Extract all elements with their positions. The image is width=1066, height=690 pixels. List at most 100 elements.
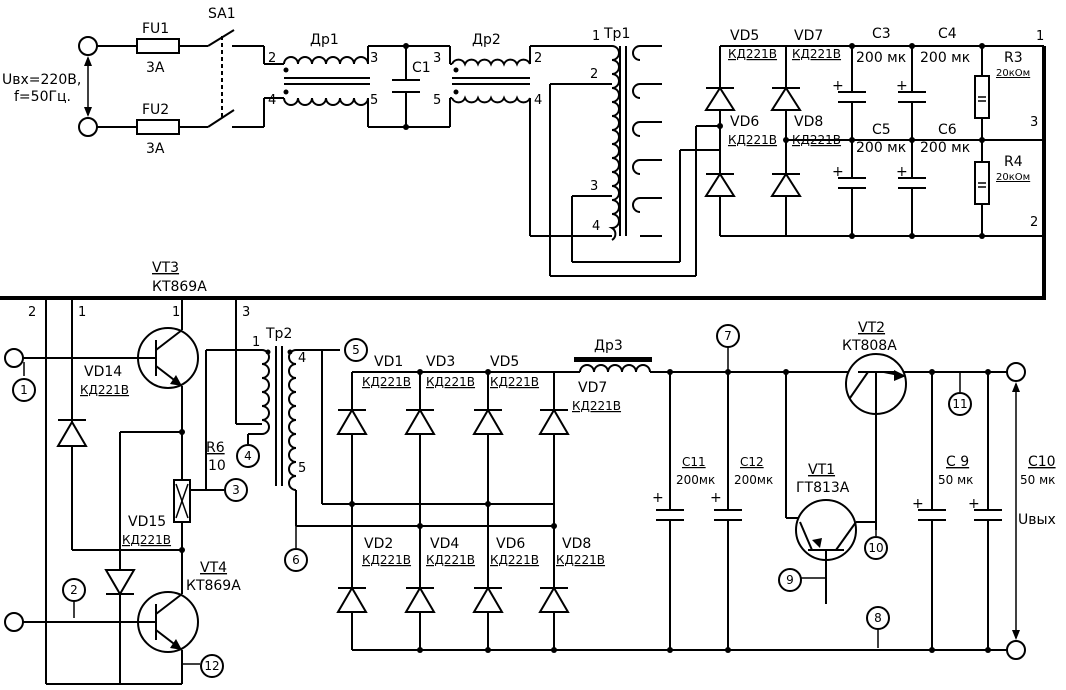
svg-text:5: 5 — [298, 461, 306, 476]
svg-text:VD6: VD6 — [496, 536, 525, 552]
marker-5: 5 — [344, 338, 368, 362]
output-filter: Др3 + С11 200мк + С12 200мк — [574, 338, 1016, 653]
svg-text:8: 8 — [874, 611, 882, 625]
svg-text:С 9: С 9 — [946, 454, 969, 470]
capacitor-c1-section: С1 — [367, 43, 451, 130]
svg-text:5: 5 — [433, 93, 441, 108]
svg-text:1: 1 — [592, 29, 600, 44]
inverter-input-terminal-top — [4, 348, 24, 368]
marker-7: 7 — [716, 324, 740, 370]
svg-text:200 мк: 200 мк — [920, 50, 970, 66]
marker-3: 3 — [224, 478, 248, 502]
output-terminal-top — [1006, 362, 1026, 382]
marker-9: 9 — [778, 568, 826, 592]
top-divider-resistors: R3 20кОм R4 20кОм 1 3 2 — [974, 29, 1044, 239]
svg-text:VD8: VD8 — [562, 536, 591, 552]
tr2-label: Тр2 — [265, 326, 292, 342]
fu2-rating: 3А — [146, 141, 165, 157]
svg-text:1: 1 — [20, 383, 28, 397]
top-diode-vd6 — [704, 172, 736, 197]
svg-text:9: 9 — [786, 573, 794, 587]
svg-text:С12: С12 — [740, 455, 764, 469]
bridge-diode-vd7 — [538, 408, 570, 435]
svg-text:6: 6 — [292, 553, 300, 567]
svg-text:VT4: VT4 — [200, 560, 227, 576]
bridge-diode-vd2 — [336, 586, 368, 613]
svg-text:VD2: VD2 — [364, 536, 393, 552]
svg-text:VT2: VT2 — [858, 320, 885, 336]
marker-12: 12 — [182, 654, 224, 678]
svg-text:3: 3 — [232, 483, 240, 497]
top-diode-vd8 — [770, 172, 802, 197]
svg-text:VD14: VD14 — [84, 364, 122, 380]
svg-text:С3: С3 — [872, 26, 891, 42]
svg-text:КД221В: КД221В — [80, 383, 129, 397]
svg-text:+: + — [652, 490, 664, 506]
svg-text:200мк: 200мк — [734, 473, 773, 487]
fu1-label: FU1 — [142, 21, 169, 37]
bridge-diode-vd8 — [538, 586, 570, 613]
dr2-label: Др2 — [472, 32, 501, 48]
bridge-diode-vd6 — [472, 586, 504, 613]
svg-text:20кОм: 20кОм — [996, 68, 1030, 79]
diode-vd15 — [104, 569, 136, 596]
svg-text:10: 10 — [208, 458, 226, 474]
diode-vd14 — [56, 420, 88, 447]
svg-text:4: 4 — [268, 93, 276, 108]
top-rectifier-bridge: VD5 КД221В VD7 КД221В VD6 КД221В VD8 КД2… — [704, 28, 1044, 237]
svg-text:3: 3 — [590, 179, 598, 194]
fuse-fu1 — [136, 38, 180, 54]
svg-text:С6: С6 — [938, 122, 957, 138]
choke-dr2: Др2 3 5 2 4 — [433, 32, 612, 237]
svg-text:КД221В: КД221В — [362, 553, 411, 567]
svg-text:2: 2 — [28, 305, 36, 320]
svg-text:С11: С11 — [682, 455, 706, 469]
marker-6: 6 — [284, 526, 308, 572]
svg-text:+: + — [832, 78, 844, 94]
input-terminal-top — [78, 36, 98, 56]
svg-text:20кОм: 20кОм — [996, 172, 1030, 183]
fu1-rating: 3А — [146, 60, 165, 76]
output-voltage-label: Uвых — [1018, 512, 1056, 528]
svg-text:50 мк: 50 мк — [1020, 473, 1055, 487]
marker-2: 2 — [62, 578, 86, 618]
bridge-diode-vd3 — [404, 408, 436, 435]
svg-text:2: 2 — [70, 583, 78, 597]
svg-text:+: + — [912, 496, 924, 512]
svg-text:КД221В: КД221В — [728, 47, 777, 61]
svg-text:1: 1 — [172, 305, 180, 320]
svg-text:5: 5 — [352, 343, 360, 357]
svg-text:КТ869А: КТ869А — [152, 279, 207, 295]
svg-text:КТ808А: КТ808А — [842, 338, 897, 354]
dr1-label: Др1 — [310, 32, 339, 48]
top-diode-vd7 — [770, 86, 802, 111]
tr1-label: Тр1 — [603, 26, 630, 42]
input-frequency-label: f=50Гц. — [14, 89, 71, 105]
svg-text:10: 10 — [868, 541, 883, 555]
inverter-section: 2 1 1 3 VT3 КТ869А VD14 КД221В R6 10 — [4, 260, 262, 685]
top-filter-capacitors: + + + + С3 200 мк С4 200 мк С5 200 мк С6… — [832, 26, 970, 239]
svg-text:КД221В: КД221В — [426, 375, 475, 389]
svg-text:R4: R4 — [1004, 154, 1023, 170]
svg-text:5: 5 — [370, 93, 378, 108]
bridge-diode-vd1 — [336, 408, 368, 435]
bridge-diode-vd4 — [404, 586, 436, 613]
svg-text:VD3: VD3 — [426, 354, 455, 370]
svg-text:VD6: VD6 — [730, 114, 759, 130]
svg-text:+: + — [710, 490, 722, 506]
svg-text:КД221В: КД221В — [426, 553, 475, 567]
test-point-markers: 1 2 3 4 5 6 7 — [12, 324, 972, 678]
svg-text:200мк: 200мк — [676, 473, 715, 487]
choke-dr1: Др1 2 4 3 5 — [264, 32, 378, 108]
svg-text:12: 12 — [204, 659, 219, 673]
svg-text:4: 4 — [244, 449, 252, 463]
svg-text:ГТ813А: ГТ813А — [796, 480, 850, 496]
svg-text:11: 11 — [952, 397, 967, 411]
c1-label: С1 — [412, 60, 431, 76]
svg-text:VT3: VT3 — [152, 260, 179, 276]
svg-text:+: + — [968, 496, 980, 512]
svg-text:КД221В: КД221В — [362, 375, 411, 389]
svg-text:КД221В: КД221В — [490, 553, 539, 567]
svg-text:КД221В: КД221В — [490, 375, 539, 389]
